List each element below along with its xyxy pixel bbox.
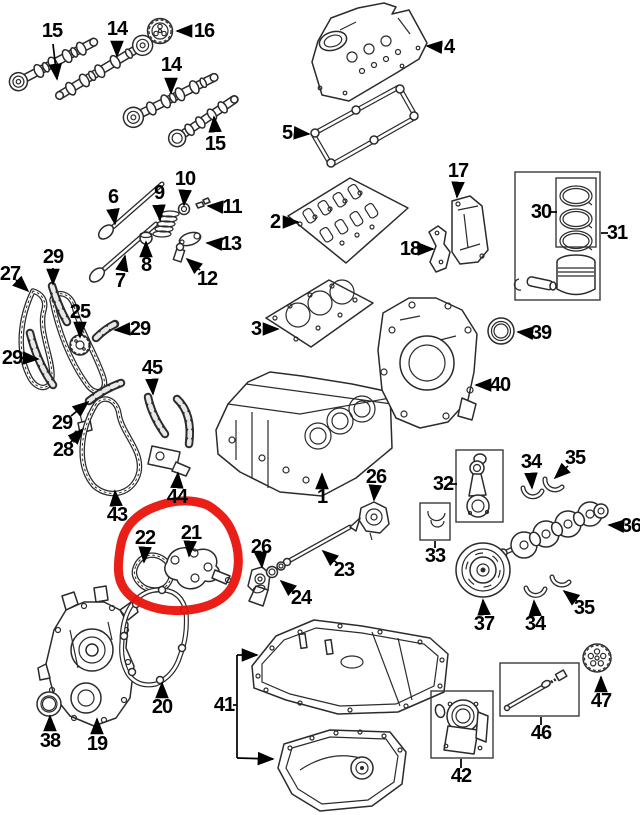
mount-26-upper xyxy=(358,501,390,541)
valve-keepers-11 xyxy=(195,197,211,209)
cam-sprocket xyxy=(146,17,174,45)
main-bearing-34-top xyxy=(520,485,545,500)
main-bearing-34-bottom xyxy=(523,585,548,598)
crankshaft-36 xyxy=(498,501,609,559)
dipstick-box-46 xyxy=(499,662,580,717)
timing-chain-27 xyxy=(18,288,108,395)
crank-seal-39 xyxy=(487,317,515,345)
camshaft-4 xyxy=(167,95,239,148)
thrust-bearing-35-bottom xyxy=(549,574,572,588)
timing-chain-43 xyxy=(79,396,143,497)
camshaft-3 xyxy=(122,72,219,129)
camshaft-2 xyxy=(55,34,154,101)
cylinder-head xyxy=(287,177,409,264)
engine-block xyxy=(215,371,393,497)
bearing-box-33 xyxy=(419,502,451,541)
upper-oil-pan xyxy=(251,619,449,715)
tensioner-21 xyxy=(164,547,232,590)
rear-cover xyxy=(377,297,478,429)
tensioner-44 xyxy=(147,394,194,477)
tappet-8 xyxy=(139,231,153,245)
lash-adjuster-12 xyxy=(172,242,186,263)
bracket-18 xyxy=(428,225,451,273)
balance-shaft-23 xyxy=(282,517,361,567)
chain-guide-29-bottom xyxy=(84,378,126,406)
throttle-body-box-42 xyxy=(430,690,494,759)
oil-pump-sprocket-47 xyxy=(582,643,612,673)
chain-guide-29-top xyxy=(47,281,72,327)
seal-kit-24 xyxy=(248,561,286,607)
sprocket-25 xyxy=(69,334,91,356)
bracket-17 xyxy=(451,195,489,265)
lower-oil-pan xyxy=(277,729,407,812)
spring-retainer-10 xyxy=(177,202,191,216)
front-cover-gasket xyxy=(119,585,189,688)
chain-guide-29-right xyxy=(91,319,120,343)
valve-6 xyxy=(97,181,165,240)
head-gasket xyxy=(265,279,374,348)
front-seal-38 xyxy=(36,691,62,717)
connecting-rod-box-32 xyxy=(455,449,504,523)
crank-pulley-37 xyxy=(455,542,511,598)
thrust-bearing-35-top xyxy=(542,476,565,493)
chain-guide-45 xyxy=(143,392,170,439)
piston-kit xyxy=(513,171,601,301)
valve-cover-gasket xyxy=(310,84,419,168)
valve-cover xyxy=(311,2,428,102)
rocker-arm-13 xyxy=(178,231,202,247)
valve-spring-9 xyxy=(152,210,180,238)
